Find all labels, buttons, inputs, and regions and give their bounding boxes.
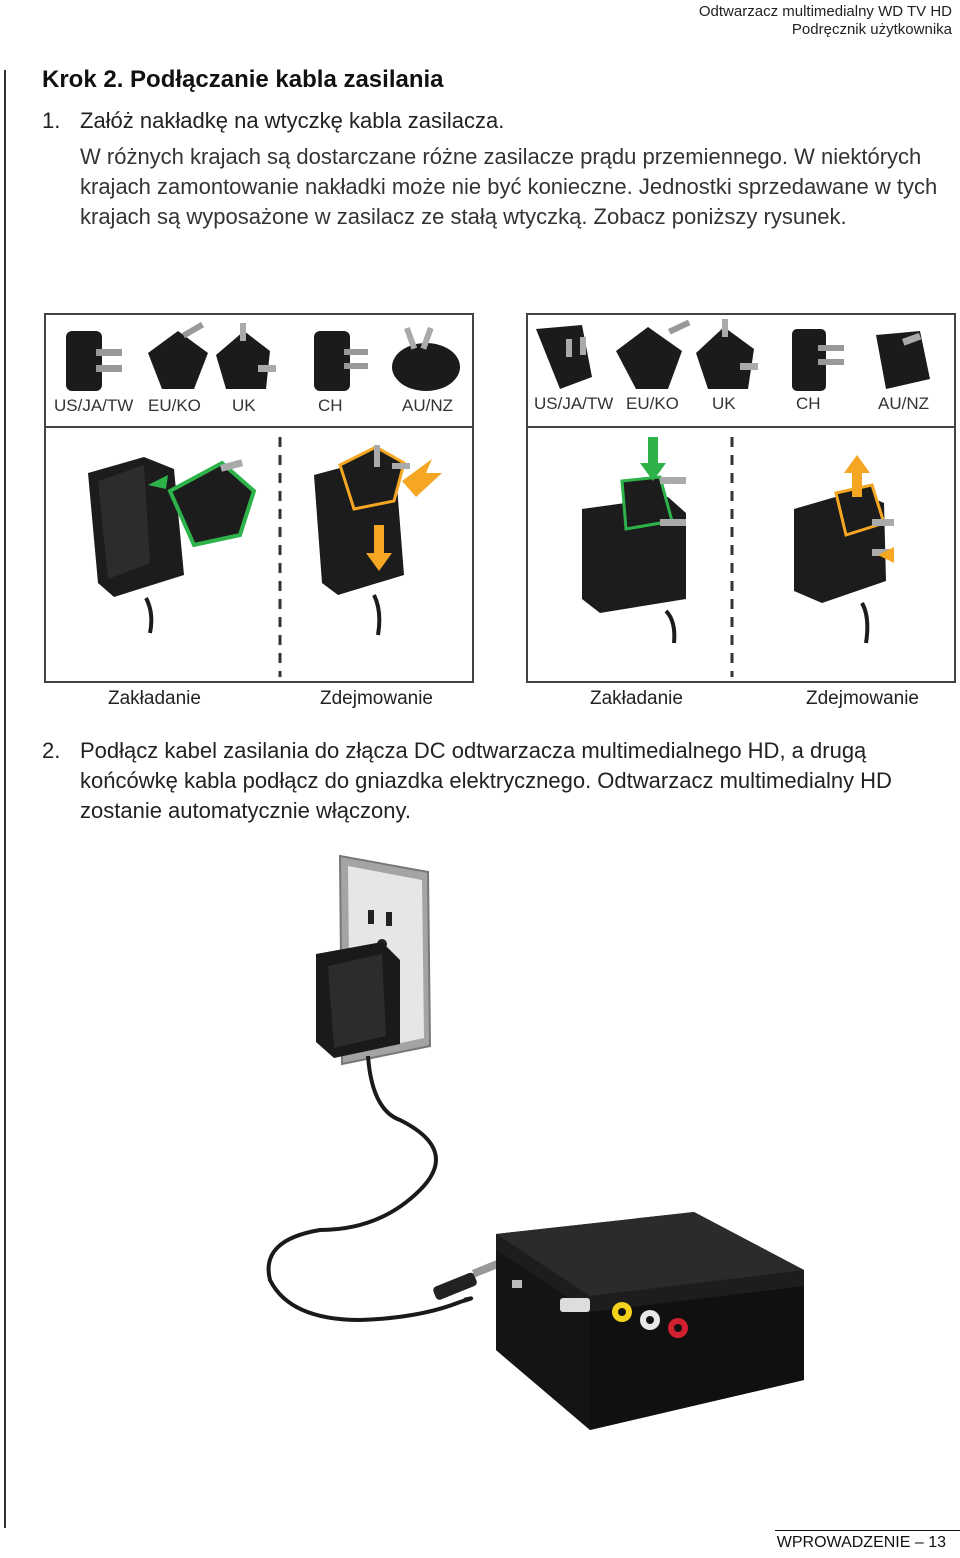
caption-remove-right: Zdejmowanie <box>806 688 919 709</box>
adapter-attach-icon <box>88 457 257 634</box>
plug-eu-icon <box>616 319 691 389</box>
left-plug-label-us: US/JA/TW <box>54 396 133 415</box>
section-title: Krok 2. Podłączanie kabla zasilania <box>42 66 444 93</box>
footer-page-label: WPROWADZENIE – 13 <box>776 1534 946 1551</box>
adapter-remove-icon <box>314 445 442 636</box>
adapter-remove-icon <box>794 455 894 644</box>
adapter-attach-icon <box>582 437 686 644</box>
caption-remove-left: Zdejmowanie <box>320 688 433 709</box>
right-plug-label-au: AU/NZ <box>878 394 929 413</box>
caption-attach-right: Zakładanie <box>590 688 683 709</box>
plug-eu-icon <box>148 322 208 389</box>
running-header: Odtwarzacz multimedialny WD TV HD Podręc… <box>699 3 952 39</box>
step-2-text: Podłącz kabel zasilania do złącza DC odt… <box>80 738 892 823</box>
right-adapter-panel: US/JA/TW EU/KO UK CH AU/NZ <box>526 313 956 683</box>
left-plug-label-eu: EU/KO <box>148 396 201 415</box>
header-manual: Podręcznik użytkownika <box>791 21 952 38</box>
dc-plug-icon <box>433 1260 500 1300</box>
plug-au-icon <box>392 326 460 391</box>
caption-attach-left: Zakładanie <box>108 688 201 709</box>
left-plug-label-au: AU/NZ <box>402 396 453 415</box>
plug-uk-icon <box>696 319 758 389</box>
footer-rule <box>775 1530 960 1531</box>
margin-rule <box>4 70 6 1528</box>
outlet-and-player-illustration <box>266 854 804 1430</box>
media-player-icon <box>496 1212 804 1430</box>
step-2-number: 2. <box>42 738 61 763</box>
power-cable <box>266 1055 473 1323</box>
step-1-text: Załóż nakładkę na wtyczkę kabla zasilacz… <box>80 108 505 133</box>
power-adapter-icon <box>316 942 400 1058</box>
left-plug-label-ch: CH <box>318 396 343 415</box>
right-plug-label-us: US/JA/TW <box>534 394 613 413</box>
left-plug-label-uk: UK <box>232 396 256 415</box>
step-1-number: 1. <box>42 108 61 133</box>
plug-ch-icon <box>792 329 844 391</box>
plug-ch-icon <box>314 331 368 391</box>
right-plug-label-eu: EU/KO <box>626 394 679 413</box>
plug-us-icon <box>66 331 122 391</box>
right-adapter-illustration: US/JA/TW EU/KO UK CH AU/NZ <box>526 313 956 683</box>
left-adapter-illustration: US/JA/TW EU/KO UK CH AU/NZ <box>44 313 474 683</box>
left-adapter-panel: US/JA/TW EU/KO UK CH AU/NZ <box>44 313 474 683</box>
step-1-note: W różnych krajach są dostarczane różne z… <box>80 144 938 229</box>
connection-illustration <box>250 850 810 1490</box>
header-product: Odtwarzacz multimedialny WD TV HD <box>698 3 952 20</box>
right-plug-label-uk: UK <box>712 394 736 413</box>
plug-uk-icon <box>216 323 276 389</box>
plug-au-icon <box>876 331 930 389</box>
plug-us-icon <box>536 325 592 389</box>
right-plug-label-ch: CH <box>796 394 821 413</box>
